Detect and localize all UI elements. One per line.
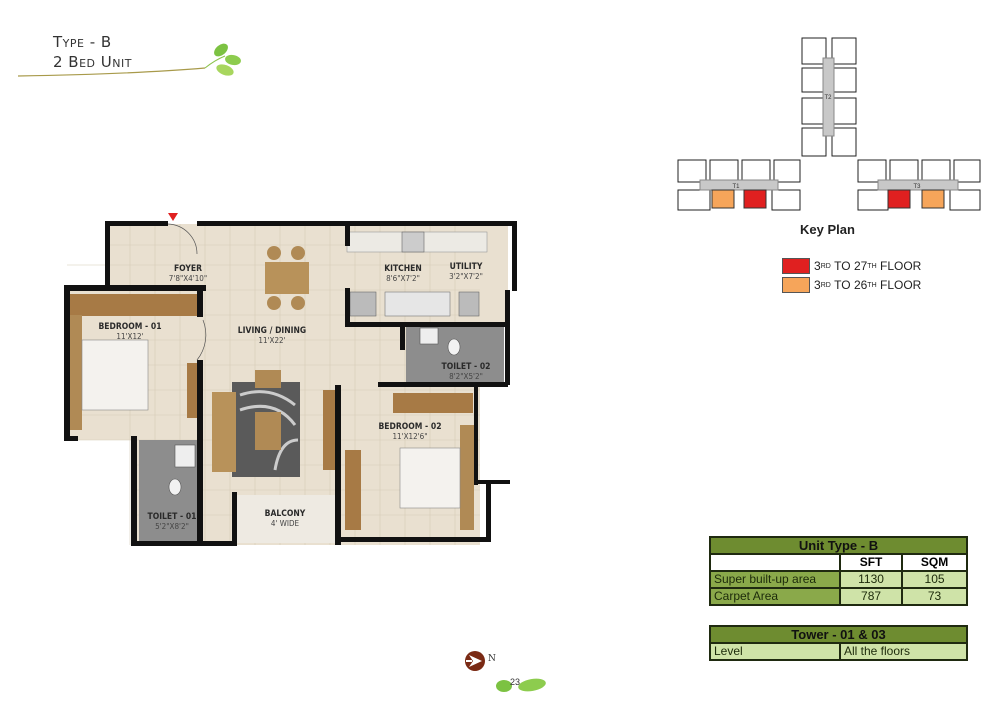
key-plan-diagram: T2 T1 T3 <box>677 37 981 211</box>
tower-table-title: Tower - 01 & 03 <box>709 625 968 644</box>
north-arrow-icon <box>465 651 485 671</box>
unit-type-label: Type - B <box>53 33 112 51</box>
legend-swatch-orange <box>782 277 810 293</box>
compass-label: N <box>488 654 496 664</box>
entrance-marker-icon <box>168 213 178 221</box>
tower-label-t2: T2 <box>824 95 832 101</box>
page-number: 23 <box>510 677 521 687</box>
key-plan-title: Key Plan <box>800 222 855 237</box>
legend-swatch-red <box>782 258 810 274</box>
unit-table-title: Unit Type - B <box>709 536 968 555</box>
unit-bed-label: 2 Bed Unit <box>53 53 132 71</box>
tower-label-t1: T1 <box>732 184 740 190</box>
leaf-divider-icon <box>17 43 241 77</box>
col-sft: SFT <box>838 553 904 572</box>
leaf-page-icon <box>496 678 546 692</box>
col-sqm: SQM <box>901 553 968 572</box>
tower-label-t3: T3 <box>913 184 921 190</box>
